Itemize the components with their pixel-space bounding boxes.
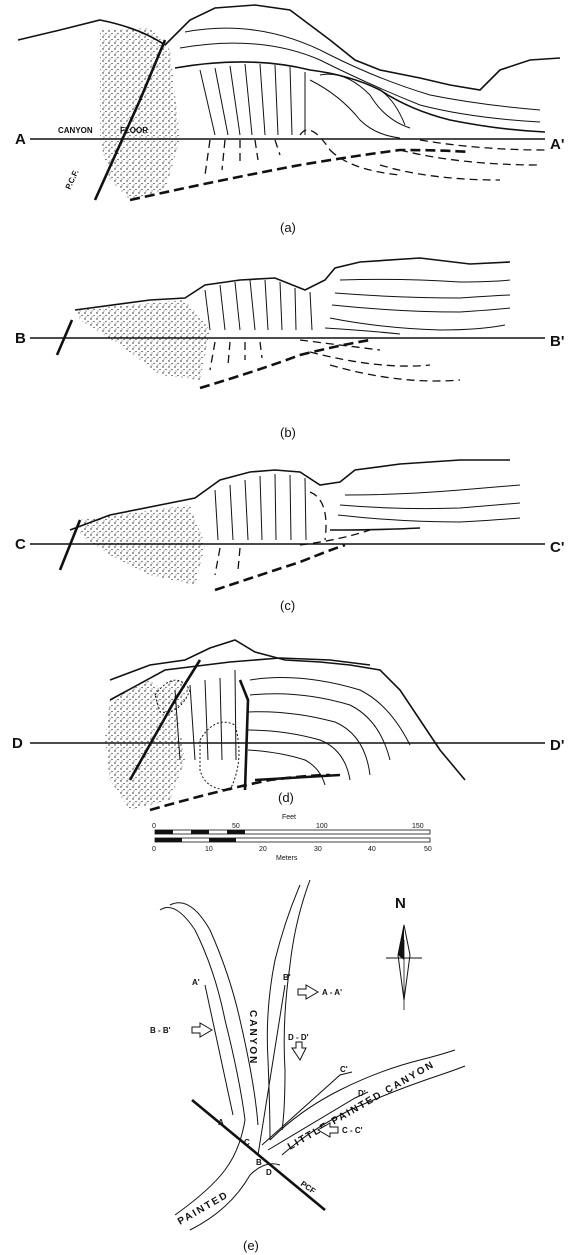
panel-b: B B' (b) xyxy=(15,258,564,440)
map-pcf-text: PCF xyxy=(299,1179,317,1196)
panel-a-floor-label: FLOOR xyxy=(120,126,148,135)
scale-meter-tick-5: 50 xyxy=(424,846,432,853)
map-little-painted-canyon-text: LITTLE PAINTED CANYON xyxy=(286,1059,437,1152)
panel-b-bed-2 xyxy=(335,293,510,298)
panel-b-bed-3 xyxy=(332,305,510,312)
panel-a-right-label: A' xyxy=(550,136,564,153)
panel-d-arc-2 xyxy=(250,694,390,760)
map-label-b: B xyxy=(256,1158,262,1167)
panel-d-lower-dotted xyxy=(200,722,239,790)
north-arrow-icon xyxy=(386,925,422,1010)
map-label-b-prime: B' xyxy=(283,973,291,982)
panel-a-vertical-beds xyxy=(200,64,305,135)
panel-b-right-label: B' xyxy=(550,333,564,350)
panel-a-bed-1 xyxy=(185,28,540,110)
map-arrow-aa-label: A - A' xyxy=(322,988,342,997)
scale-meter-tick-0: 0 xyxy=(152,846,156,853)
scale-meter-seg-2 xyxy=(209,838,236,842)
panel-b-left-label: B xyxy=(15,330,26,347)
panel-b-bed-1 xyxy=(340,279,510,282)
section-line-a xyxy=(205,985,233,1115)
panel-a-canyon-label: CANYON xyxy=(58,126,93,135)
map-arrow-cc-label: C - C' xyxy=(342,1126,363,1135)
scale-feet-seg-2 xyxy=(191,830,209,834)
scale-feet-tick-0: 0 xyxy=(152,823,156,830)
panel-c-bed-1 xyxy=(345,485,520,495)
panel-a-fault-label: P.C.F. xyxy=(64,168,81,191)
panel-a-left-label: A xyxy=(15,131,26,148)
map-canyon-text: CANYON xyxy=(247,1010,258,1065)
scale-meter-bar xyxy=(155,838,430,842)
panel-a-bed-2 xyxy=(180,43,540,122)
panel-b-bed-4 xyxy=(330,318,505,330)
panel-c: C C' (c) xyxy=(15,460,564,613)
map-caption: (e) xyxy=(243,1238,259,1253)
scale-meter-tick-4: 40 xyxy=(368,846,376,853)
scale-meter-seg-1 xyxy=(155,838,182,842)
panel-d: D D' (d) xyxy=(12,640,564,810)
panel-c-bed-2 xyxy=(340,503,520,509)
panel-c-stipple-fill xyxy=(80,505,205,585)
canyon-wall-right-outer xyxy=(282,880,310,1130)
map-label-a-prime: A' xyxy=(192,978,200,987)
panel-d-arc-4 xyxy=(248,730,350,780)
panel-b-topography xyxy=(75,258,510,310)
panel-a-topography xyxy=(165,5,560,90)
scale-feet-tick-2: 100 xyxy=(316,823,328,830)
panel-b-stipple-fill xyxy=(75,300,210,380)
canyon-wall-left xyxy=(160,908,245,1216)
map-label-d: D xyxy=(266,1168,272,1177)
map-label-c: C xyxy=(244,1138,250,1147)
panel-d-right-label: D' xyxy=(550,737,564,754)
map-label-c-prime: C' xyxy=(340,1065,348,1074)
panel-b-thick-base xyxy=(200,340,370,388)
arrow-dd-icon xyxy=(292,1042,306,1060)
panel-d-left-label: D xyxy=(12,735,23,752)
panel-c-vertical-beds xyxy=(215,474,306,540)
north-label: N xyxy=(395,895,406,912)
panel-c-fault-tick xyxy=(60,520,80,570)
panel-a-caption: (a) xyxy=(280,220,296,235)
map-label-a: A xyxy=(218,1118,224,1127)
scale-feet-seg-1 xyxy=(155,830,173,834)
panel-a-fold-1 xyxy=(310,80,400,138)
map-e: A' B' C' D' A C B D CANYON PAINTED LITTL… xyxy=(150,880,465,1253)
panel-d-caption: (d) xyxy=(278,790,294,805)
canyon-wall-left-inner xyxy=(170,903,258,1125)
scale-meter-tick-3: 30 xyxy=(314,846,322,853)
scale-feet-seg-3 xyxy=(227,830,245,834)
panel-d-arc-1 xyxy=(250,678,410,745)
scale-meter-tick-1: 10 xyxy=(205,846,213,853)
scale-meter-tick-2: 20 xyxy=(259,846,267,853)
scale-feet-tick-1: 50 xyxy=(232,823,240,830)
panel-b-caption: (b) xyxy=(280,425,296,440)
scale-meters-title: Meters xyxy=(276,855,298,862)
panel-a-thick-base xyxy=(130,150,470,200)
arrow-bb-icon xyxy=(192,1023,212,1037)
panel-d-inner-fault xyxy=(240,680,248,790)
panel-a-fold-2 xyxy=(320,74,410,128)
panel-a: A A' CANYON FLOOR P.C.F. (a) xyxy=(15,5,564,235)
map-arrow-dd-label: D - D' xyxy=(288,1033,309,1042)
panel-c-caption: (c) xyxy=(280,598,295,613)
panel-c-dashed-under xyxy=(215,492,370,575)
panel-c-left-label: C xyxy=(15,536,26,553)
panel-b-bed-5 xyxy=(325,328,400,334)
panel-c-bed-4 xyxy=(330,528,420,530)
panel-c-thick-base xyxy=(215,545,345,590)
scale-bar: Feet 0 50 100 150 0 10 20 30 40 50 Meter… xyxy=(152,814,432,862)
panel-c-bed-3 xyxy=(338,515,520,522)
canyon-wall-right xyxy=(267,885,300,1140)
scale-feet-title: Feet xyxy=(282,814,296,821)
panel-a-stipple-fill xyxy=(100,28,180,200)
panel-b-vertical-beds xyxy=(205,280,312,330)
panel-c-right-label: C' xyxy=(550,539,564,556)
map-arrow-bb-label: B - B' xyxy=(150,1026,171,1035)
scale-feet-tick-3: 150 xyxy=(412,823,424,830)
arrow-aa-icon xyxy=(298,985,318,999)
